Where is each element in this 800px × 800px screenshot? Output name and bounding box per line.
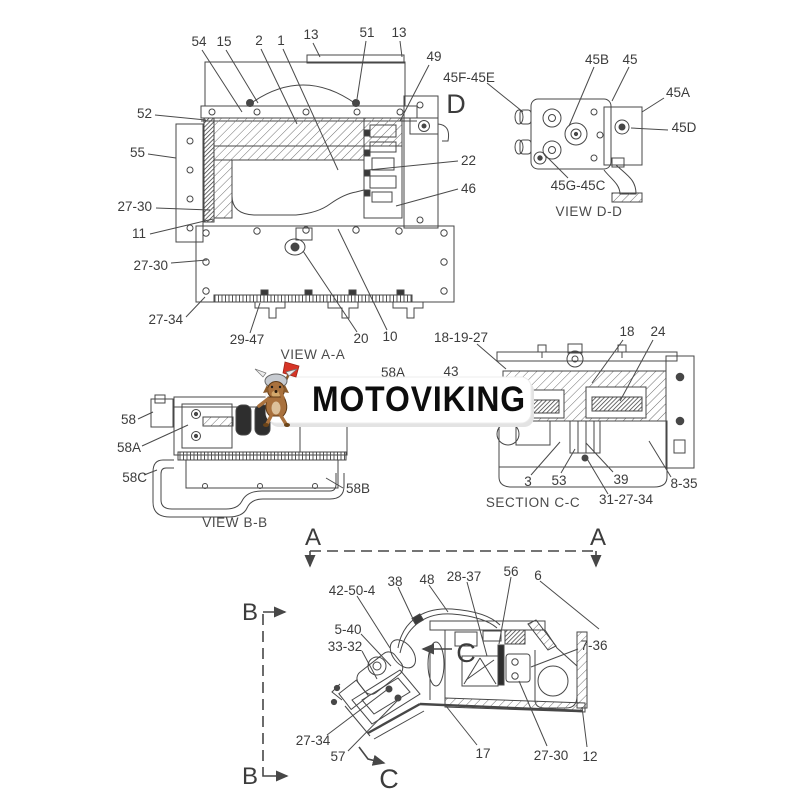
section-letter-c: C (456, 638, 476, 668)
callout-label: 13 (391, 25, 406, 40)
brand-wordmark: MOTOVIKING (312, 380, 526, 419)
callout-label: 6 (534, 568, 542, 583)
callout-label: 55 (130, 145, 145, 160)
callout-label: 42-50-4 (329, 583, 376, 598)
view-dd-drawing (514, 98, 643, 203)
section-letter-d: D (446, 89, 466, 119)
section-letter-a: A (305, 524, 321, 551)
callout-label: 46 (461, 181, 476, 196)
callout-label: 58A (117, 440, 141, 455)
callout-label: 58C (122, 470, 147, 485)
view-aa-caption: VIEW A-A (281, 347, 346, 362)
section-letter-b: B (242, 763, 258, 790)
callout-label: 56 (503, 564, 518, 579)
callout-label: 43 (443, 364, 458, 379)
callout-label: 45D (672, 120, 697, 135)
callout-label: 45G-45C (551, 178, 606, 193)
callout-label: 52 (137, 106, 152, 121)
section-letter-a: A (590, 524, 606, 551)
callout-label: 45 (622, 52, 637, 67)
callout-label: 20 (353, 331, 368, 346)
main-assembly-drawing (175, 54, 455, 319)
callout-label: 48 (419, 572, 434, 587)
view-bb-caption: VIEW B-B (202, 515, 268, 530)
callout-label: 49 (426, 49, 441, 64)
callout-label: 7-36 (580, 638, 607, 653)
callout-label: 27-30 (534, 748, 569, 763)
callout-label: 12 (582, 749, 597, 764)
callout-label: 2 (255, 33, 263, 48)
callout-label: 27-30 (117, 199, 152, 214)
callout-label: 33-32 (328, 639, 363, 654)
callout-label: 51 (359, 25, 374, 40)
callout-label: 11 (132, 226, 146, 241)
callout-label: 15 (216, 34, 231, 49)
callout-label: 18-19-27 (434, 330, 488, 345)
callout-label: 58B (346, 481, 370, 496)
callout-label: 45B (585, 52, 609, 67)
callout-label: 3 (524, 474, 532, 489)
callout-label: 29-47 (230, 332, 265, 347)
captions: VIEW A-A VIEW D-D VIEW B-B SECTION C-C D… (202, 89, 622, 794)
callout-label: 53 (551, 473, 566, 488)
callout-label: 27-34 (148, 312, 183, 327)
section-cc-caption: SECTION C-C (486, 495, 580, 510)
callout-label: 58 (121, 412, 136, 427)
callout-label: 13 (303, 27, 318, 42)
callout-label: 5-40 (334, 622, 361, 637)
callout-labels: 54 15 2 1 13 51 13 49 52 55 27-30 11 27-… (117, 25, 698, 764)
callout-label: 28-37 (447, 569, 482, 584)
callout-label: 18 (619, 324, 634, 339)
callout-label: 45A (666, 85, 690, 100)
callout-label: 27-30 (133, 258, 168, 273)
callout-label: 27-34 (296, 733, 331, 748)
callout-label: 39 (613, 472, 628, 487)
section-cut-lines (262, 550, 602, 782)
callout-label: 1 (277, 33, 285, 48)
callout-label: 57 (330, 749, 345, 764)
callout-label: 17 (475, 746, 490, 761)
callout-label: 22 (461, 153, 476, 168)
callout-label: 8-35 (670, 476, 697, 491)
view-bb-drawing (150, 394, 348, 518)
callout-label: 45F-45E (443, 70, 495, 85)
callout-label: 10 (382, 329, 397, 344)
view-dd-caption: VIEW D-D (555, 204, 622, 219)
callout-label: 54 (191, 34, 207, 49)
section-letter-b: B (242, 599, 258, 626)
callout-label: 38 (387, 574, 402, 589)
section-letter-c: C (379, 764, 399, 794)
bottom-view-drawing (330, 608, 588, 740)
callout-label: 31-27-34 (599, 492, 654, 507)
leader-lines (137, 40, 672, 752)
callout-label: 24 (650, 324, 666, 339)
callout-label: 58A (381, 365, 405, 380)
watermark-banner: MOTOVIKING (254, 361, 534, 427)
viking-dog-mascot-icon (254, 361, 300, 427)
